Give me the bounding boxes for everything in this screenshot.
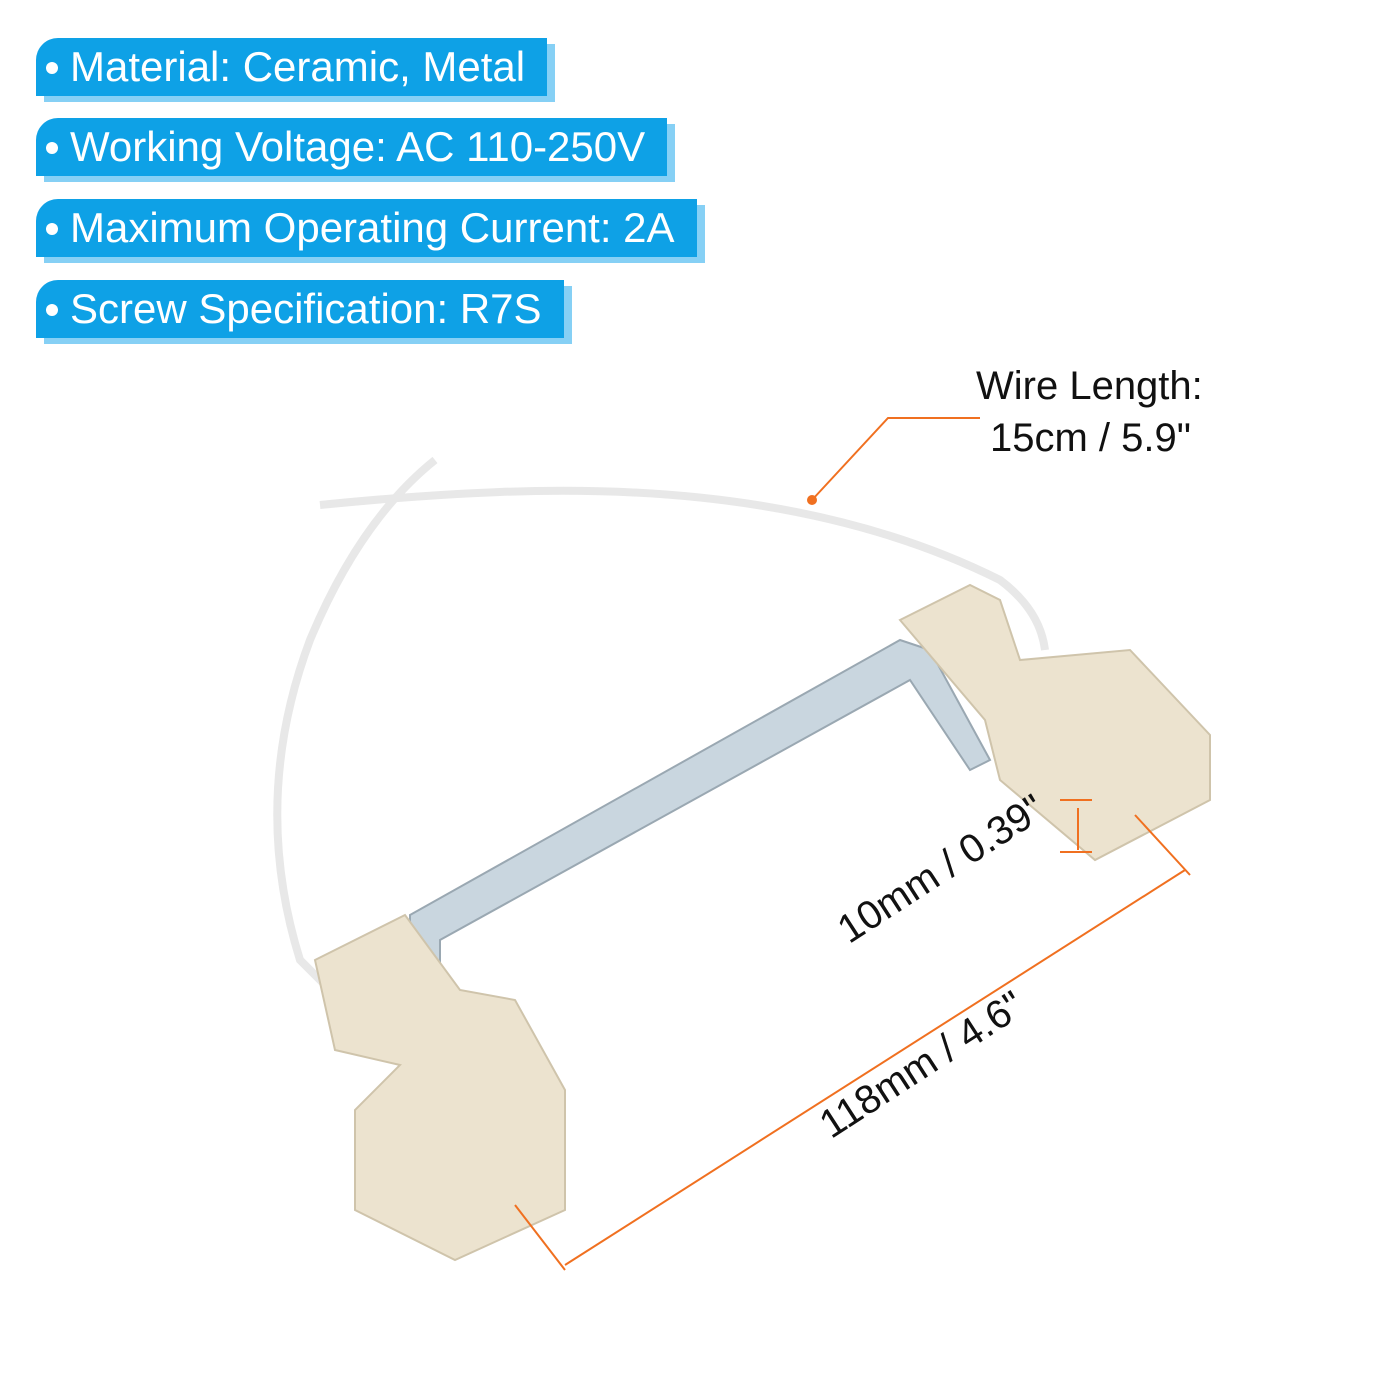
spec-label-current: Maximum Operating Current: 2A xyxy=(36,199,697,257)
wire-marker-dot xyxy=(807,495,817,505)
spec-text: Working Voltage: AC 110-250V xyxy=(70,123,646,170)
ceramic-holder-right xyxy=(898,583,1211,862)
bullet-icon xyxy=(46,304,58,316)
bullet-icon xyxy=(46,62,58,74)
dimension-lines xyxy=(514,417,1191,1271)
wire-length-value: 15cm / 5.9" xyxy=(990,416,1191,460)
spec-label-voltage: Working Voltage: AC 110-250V xyxy=(36,118,668,176)
wire xyxy=(319,486,1049,651)
bullet-icon xyxy=(46,223,58,235)
wire-length-title: Wire Length: xyxy=(976,364,1203,408)
spec-text: Maximum Operating Current: 2A xyxy=(70,204,675,251)
spec-label-screw: Screw Specification: R7S xyxy=(36,280,564,338)
ceramic-holder-left xyxy=(313,913,566,1262)
wire xyxy=(273,456,438,993)
spec-label-material: Material: Ceramic, Metal xyxy=(36,38,548,96)
metal-bracket xyxy=(409,638,992,982)
spec-text: Screw Specification: R7S xyxy=(70,285,542,332)
bullet-icon xyxy=(46,142,58,154)
spec-text: Material: Ceramic, Metal xyxy=(70,43,526,90)
